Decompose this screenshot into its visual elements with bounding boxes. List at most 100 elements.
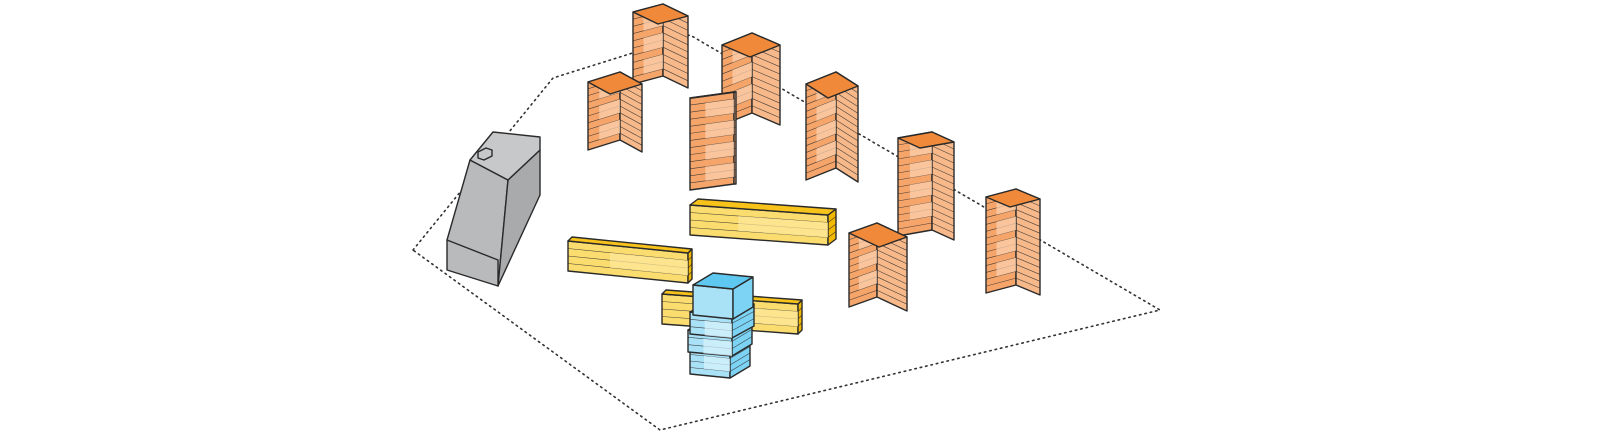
slab-building-2-facade-band: [610, 252, 688, 276]
tower-5-floor-line: [835, 126, 859, 142]
tower-8-roof: [848, 222, 908, 248]
tower-6-floor-line: [931, 187, 955, 199]
focus-building-block-top: [692, 272, 754, 320]
tower-4-facade-band: [705, 162, 734, 181]
tower-7-floor-line: [1015, 264, 1041, 275]
tower-1-floor-line: [662, 68, 689, 82]
slab-building-3-floor-line: [797, 314, 803, 320]
tower-5-roof: [805, 71, 859, 99]
tower-8-floor-line: [876, 283, 908, 298]
tower-6-roof: [897, 131, 955, 149]
tower-5-floor-line: [805, 154, 837, 167]
tower-6-floor-line: [931, 222, 955, 234]
existing-building-rooftop-unit: [477, 147, 493, 161]
tower-5-floor-line: [835, 154, 859, 169]
tower-6-floor-line: [931, 180, 955, 192]
tower-1-floor-line: [632, 68, 664, 78]
tower-7-facade-band: [996, 216, 1016, 236]
tower-5-facade-band: [816, 120, 836, 142]
tower-7-floor-line: [1015, 209, 1041, 220]
tower-6-floor-line: [931, 159, 955, 171]
tower-5-floor-line: [805, 119, 837, 133]
tower-8-floor-line: [876, 256, 908, 271]
tower-3-floor-line: [751, 90, 781, 104]
tower-1-floor-line: [662, 54, 689, 67]
tower-8-floor-line: [876, 290, 908, 305]
slab-building-1-floor-line: [827, 216, 837, 223]
slab-building-1-floor-line: [827, 231, 837, 238]
tower-3-floor-line: [751, 69, 781, 82]
tower-4-floor-line: [689, 162, 735, 170]
tower-5-floor-line: [805, 140, 837, 153]
tower-1-floor-line: [632, 32, 664, 42]
tower-4-floor-line: [689, 176, 735, 184]
existing-building-base: [446, 239, 499, 287]
tower-5-floor-line: [835, 99, 859, 114]
focus-building-blue: [687, 272, 755, 379]
slab-building-2-floor-line: [687, 256, 693, 261]
slab-building-2: [567, 236, 693, 284]
slab-building-2-roof: [567, 236, 693, 254]
tower-5-floor-line: [835, 106, 859, 121]
tower-2-floor-line: [619, 126, 643, 139]
tower-1-roof: [632, 3, 689, 25]
tower-7-floor-line: [1015, 243, 1041, 255]
tower-5-floor-line: [835, 140, 859, 155]
tower-7-facade-band: [996, 257, 1016, 277]
tower-1-floor-line: [662, 25, 689, 38]
focus-building-block-3-facade-band: [703, 338, 732, 356]
tower-4-roof: [689, 91, 737, 99]
focus-building-block-3-floor-line: [731, 336, 753, 349]
tower-1-facade-band: [643, 54, 663, 74]
tower-2-facade-band: [599, 119, 620, 140]
tower-6-floor-line: [931, 145, 955, 157]
tower-6-floor-line: [931, 194, 955, 206]
tower-7: [985, 188, 1041, 296]
tower-4: [689, 91, 737, 191]
tower-7-floor-line: [1015, 216, 1041, 227]
tower-5-facade-band: [816, 140, 836, 163]
tower-4-facade-band: [705, 141, 734, 160]
tower-6-floor-line: [897, 222, 933, 230]
tower-3-floor-line: [751, 76, 781, 89]
focus-building-block-3-floor-line: [731, 329, 753, 342]
tower-3-roof: [721, 32, 781, 58]
focus-building-block-base-floor-line: [729, 359, 751, 372]
tower-8-facade-band: [858, 249, 877, 270]
tower-3-floor-line: [751, 98, 781, 111]
focus-building-block-top-roof: [692, 272, 754, 290]
tower-5-floor-line: [835, 160, 859, 176]
tower-7-floor-line: [1015, 250, 1041, 261]
tower-2-floor-line: [619, 98, 643, 112]
tower-1: [632, 3, 689, 89]
tower-7-floor-line: [1015, 257, 1041, 268]
tower-6: [897, 131, 955, 241]
tower-3-facade-band: [732, 83, 752, 107]
tower-1-floor-line: [662, 46, 689, 60]
tower-7-floor-line: [1015, 271, 1041, 282]
focus-building-block-2-facade-band: [704, 320, 732, 338]
tower-2-roof: [587, 71, 643, 95]
tower-3-floor-line: [751, 61, 781, 75]
tower-7-roof: [985, 188, 1041, 208]
focus-building-block-2-floor-line: [731, 318, 755, 331]
tower-1-floor-line: [662, 39, 689, 53]
tower-3-facade-band: [732, 62, 752, 85]
tower-8-floor-line: [876, 276, 908, 292]
tower-5-floor-line: [835, 119, 859, 135]
slab-building-1-floor-line: [827, 223, 837, 231]
tower-6-floor-line: [931, 215, 955, 227]
tower-4-facade-band: [705, 99, 734, 118]
focus-building-block-base-facade-band: [704, 355, 730, 372]
focus-building-block-base-floor-line: [729, 346, 751, 359]
tower-6-floor-line: [931, 173, 955, 185]
tower-5-floor-line: [835, 133, 859, 148]
tower-5-floor-line: [835, 112, 859, 128]
tower-2-facade-band: [599, 99, 620, 120]
tower-6-facade-band: [909, 181, 932, 199]
tower-4-facade-band: [705, 120, 734, 139]
tower-2-floor-line: [619, 92, 643, 105]
tower-3-floor-line: [751, 54, 781, 68]
